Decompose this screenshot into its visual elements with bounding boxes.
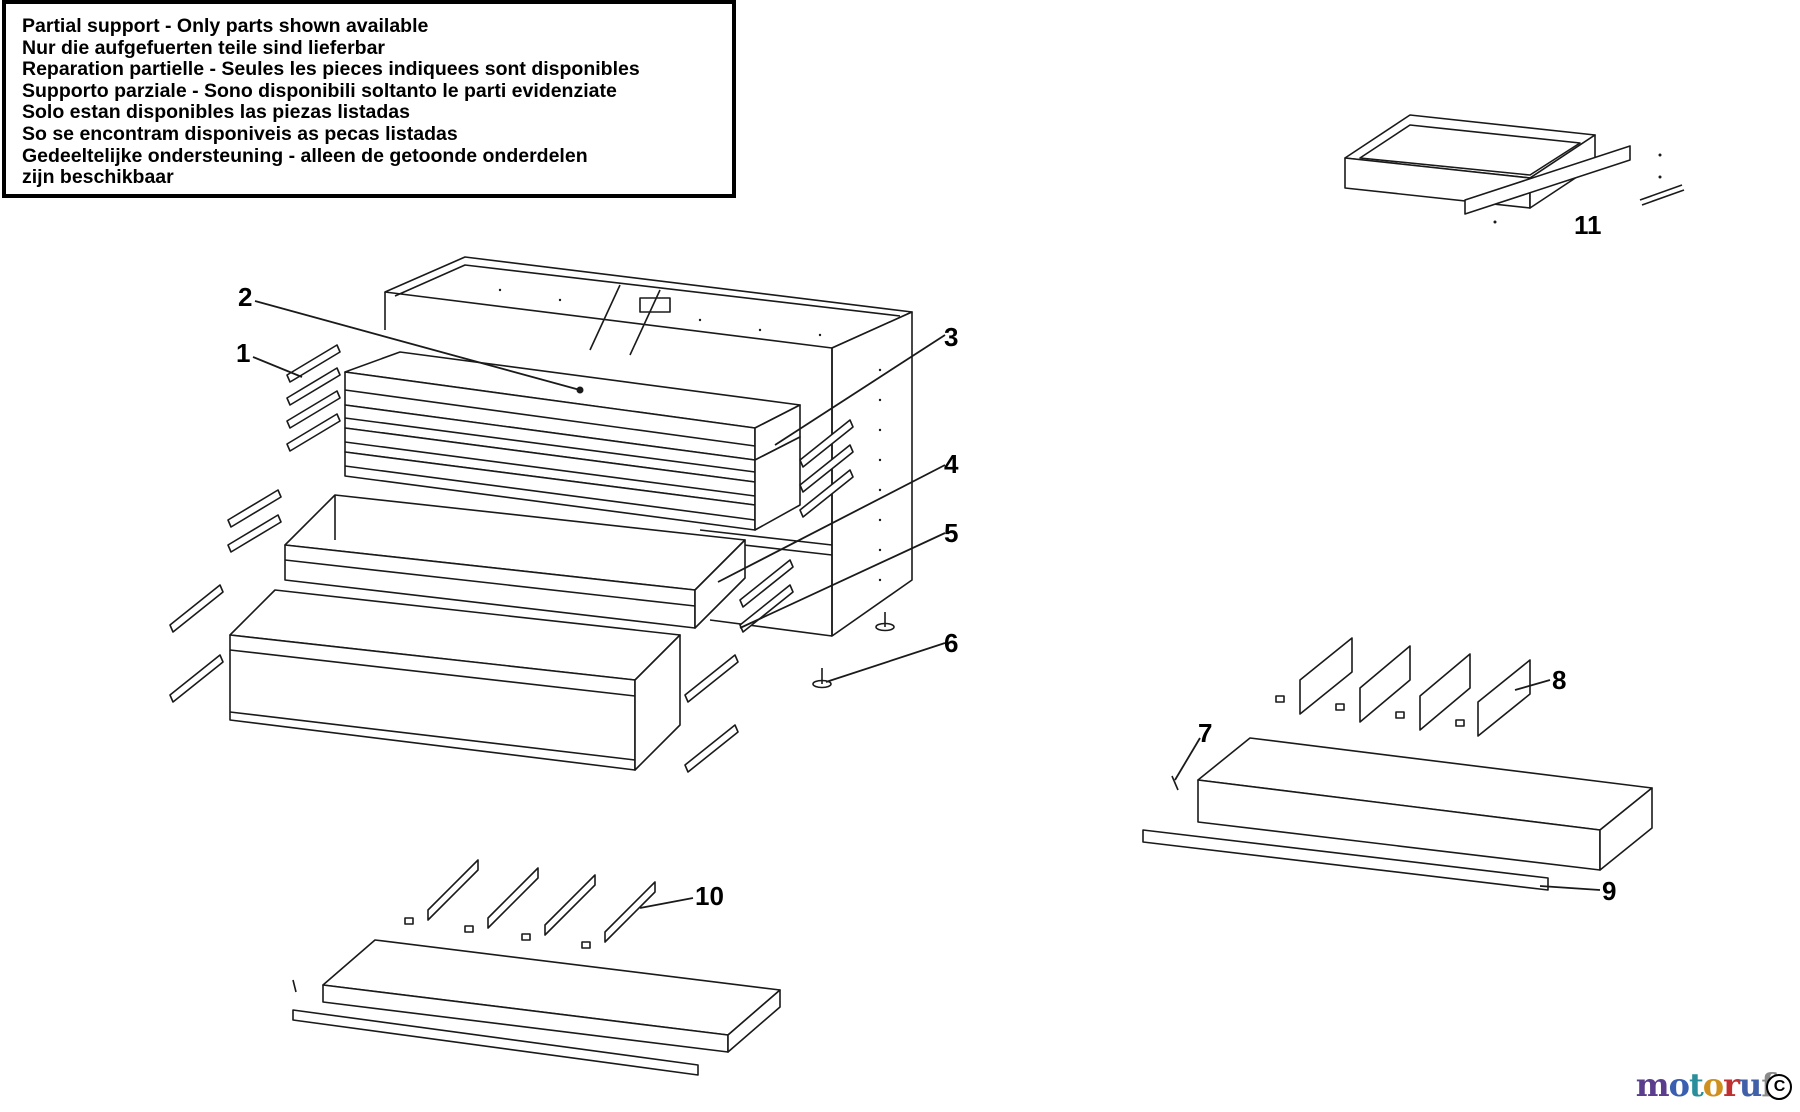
callout-6: 6 [944, 628, 959, 658]
right-tray [1142, 737, 1653, 891]
callout-11: 11 [1574, 210, 1602, 240]
watermark-letter: o [1702, 1066, 1724, 1104]
notice-line-nl-cont: zijn beschikbaar [22, 166, 174, 189]
motoruf-watermark: motoruf C [1635, 1066, 1792, 1104]
notice-line-en: Partial support - Only parts shown avail… [22, 15, 429, 37]
copyright-icon: C [1766, 1074, 1792, 1100]
watermark-letter: r [1723, 1066, 1740, 1104]
notice-line-pt: So se encontram disponiveis as pecas lis… [22, 122, 458, 145]
notice-line-fr: Reparation partielle - Seules les pieces… [22, 58, 640, 81]
dividers-left [404, 859, 656, 949]
callout-1: 1 [236, 338, 251, 368]
notice-line-nl: Gedeeltelijke ondersteuning - alleen de … [22, 144, 588, 167]
callout-3: 3 [944, 322, 959, 352]
right-slides [684, 419, 854, 773]
bottom-drawer [229, 589, 681, 771]
base-frame [1344, 114, 1685, 224]
watermark-letter: u [1738, 1066, 1762, 1104]
leveling-feet [812, 612, 895, 689]
callout-9: 9 [1602, 876, 1617, 906]
callout-4: 4 [944, 449, 959, 479]
callout-7: 7 [1198, 718, 1213, 748]
upper-drawers [344, 351, 801, 531]
availability-notice: Partial support - Only parts shown avail… [2, 0, 736, 198]
watermark-letter: m [1635, 1066, 1670, 1104]
callout-2: 2 [238, 282, 253, 312]
left-slides [169, 344, 341, 703]
cabinet-body [384, 256, 913, 637]
notice-line-de: Nur die aufgefuerten teile sind lieferba… [22, 36, 385, 59]
callout-5: 5 [944, 518, 959, 548]
watermark-letter: o [1668, 1066, 1690, 1104]
callout-8: 8 [1552, 665, 1567, 695]
watermark-letter: t [1688, 1066, 1704, 1104]
bottom-tray [292, 939, 781, 1076]
leader-lines [252, 300, 1601, 909]
mid-drawer [284, 494, 746, 629]
callout-10: 10 [695, 881, 724, 911]
notice-line-it: Supporto parziale - Sono disponibili sol… [22, 79, 617, 102]
notice-line-es: Solo estan disponibles las piezas listad… [22, 101, 410, 124]
dividers-right [1275, 637, 1531, 737]
